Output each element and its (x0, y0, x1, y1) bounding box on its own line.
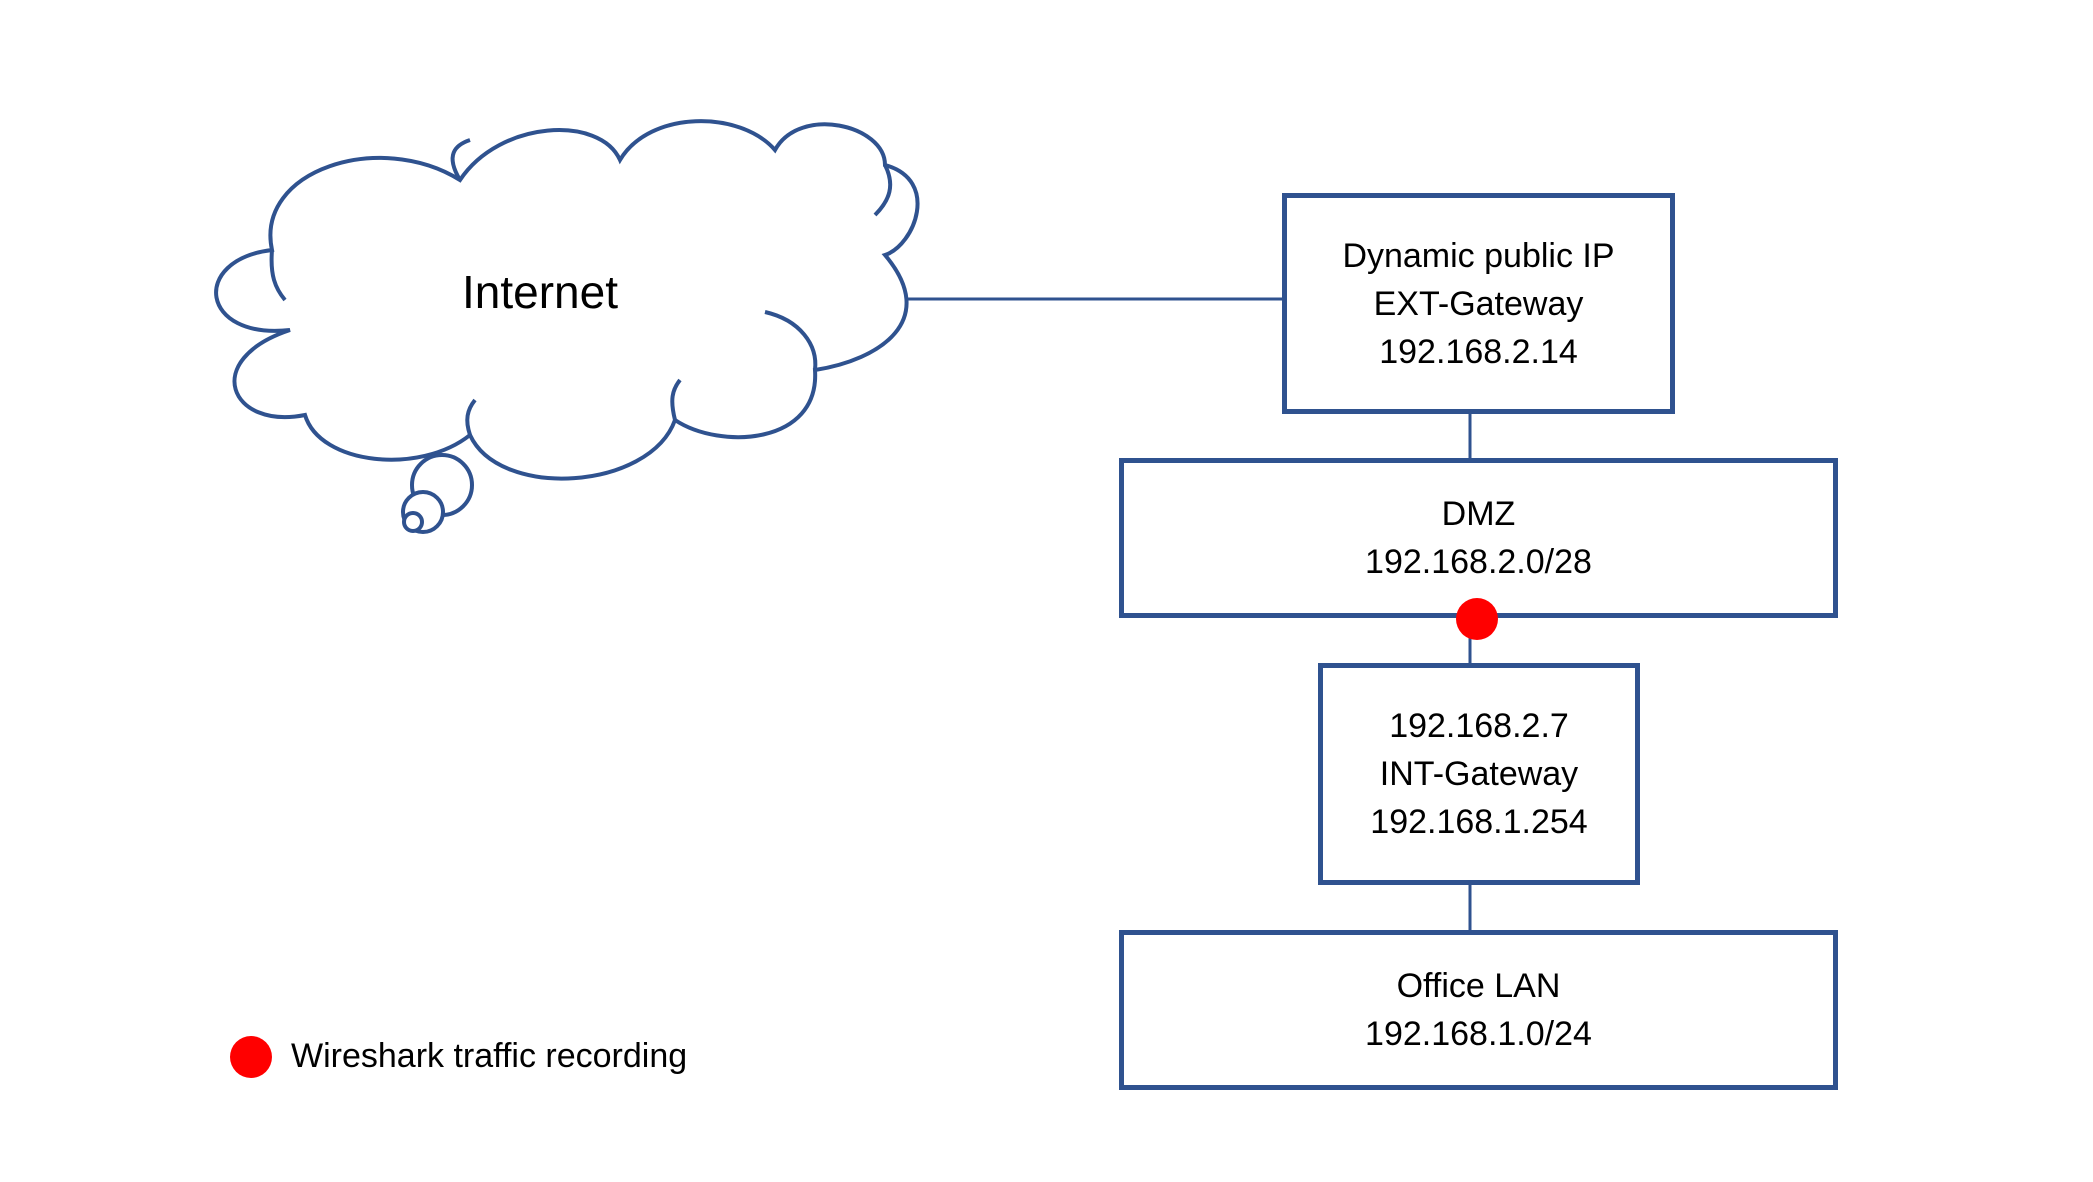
ext-gateway-address: 192.168.2.14 (1379, 332, 1578, 371)
connectors (908, 297, 1472, 930)
cloud-inner-arc-2 (450, 138, 471, 182)
int-gateway-lan-address: 192.168.1.254 (1370, 803, 1588, 841)
cloud-bubble-small (402, 511, 424, 533)
internet-label: Internet (462, 266, 618, 318)
cloud-inner-arc-5 (670, 378, 682, 421)
ext-gateway-name: EXT-Gateway (1373, 284, 1584, 323)
int-gateway-name: INT-Gateway (1379, 755, 1579, 793)
ext-gateway-ip-type: Dynamic public IP (1342, 236, 1615, 275)
int-gateway-dmz-address: 192.168.2.7 (1389, 707, 1569, 745)
cloud-inner-arc-3 (873, 164, 893, 217)
office-lan-node[interactable]: Office LAN 192.168.1.0/24 (1119, 930, 1838, 1090)
dmz-name: DMZ (1441, 495, 1516, 533)
int-gateway-node[interactable]: 192.168.2.7 INT-Gateway 192.168.1.254 (1318, 663, 1640, 885)
cloud-shape (214, 119, 920, 481)
internet-cloud-icon (214, 119, 920, 534)
legend-capture-label: Wireshark traffic recording (291, 1037, 688, 1075)
office-lan-subnet: 192.168.1.0/24 (1365, 1015, 1592, 1053)
cloud-inner-arc-1 (269, 249, 287, 302)
cloud-inner-arc-6 (465, 398, 477, 436)
wireshark-capture-point-marker (1456, 598, 1498, 640)
legend-capture-marker (230, 1036, 272, 1078)
ext-gateway-node[interactable]: Dynamic public IP EXT-Gateway 192.168.2.… (1282, 193, 1675, 414)
cloud-inner-arc-4 (764, 310, 818, 371)
dmz-subnet: 192.168.2.0/28 (1365, 543, 1592, 581)
office-lan-name: Office LAN (1396, 967, 1561, 1005)
dmz-node[interactable]: DMZ 192.168.2.0/28 (1119, 458, 1838, 618)
